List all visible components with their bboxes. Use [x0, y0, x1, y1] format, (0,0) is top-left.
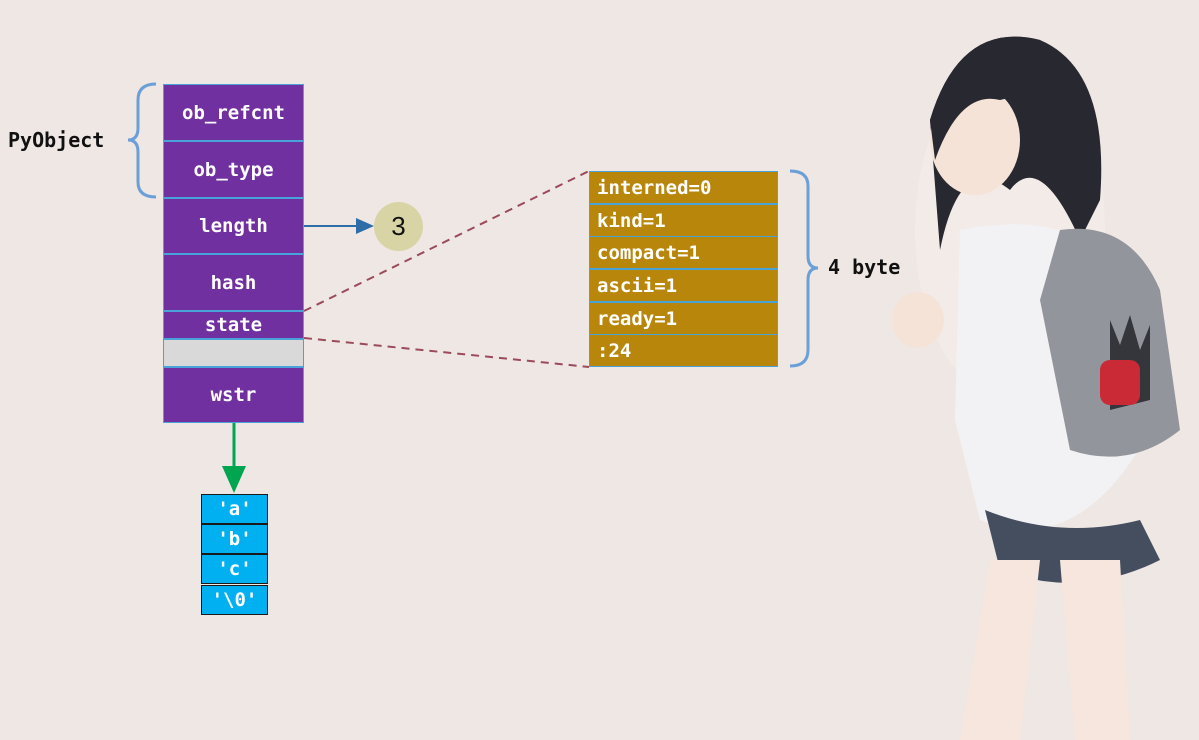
zoom-line-top: [303, 170, 590, 312]
length-value-circle: 3: [374, 202, 423, 251]
wstr-char-c: 'c': [201, 554, 268, 584]
pyobject-brace: [127, 82, 157, 199]
state-bit-interned: interned=0: [589, 171, 778, 204]
field-ob-refcnt: ob_refcnt: [163, 84, 304, 141]
zoom-line-bottom: [303, 337, 590, 368]
field-wstr: wstr: [163, 367, 304, 423]
state-bit-reserved: :24: [589, 334, 778, 367]
wstr-char-null: '\0': [201, 585, 268, 615]
pyobject-label: PyObject: [8, 128, 105, 152]
wstr-char-b: 'b': [201, 524, 268, 554]
field-padding: [163, 339, 304, 367]
state-bit-ascii: ascii=1: [589, 269, 778, 302]
field-length: length: [163, 198, 304, 254]
state-bit-compact: compact=1: [589, 236, 778, 269]
character-illustration: [892, 36, 1180, 740]
wstr-char-a: 'a': [201, 494, 268, 524]
state-bit-ready: ready=1: [589, 302, 778, 335]
field-state: state: [163, 311, 304, 339]
byte-size-label: 4 byte: [828, 255, 901, 279]
state-bit-kind: kind=1: [589, 204, 778, 237]
byte-brace: [789, 169, 819, 368]
field-ob-type: ob_type: [163, 141, 304, 198]
field-hash: hash: [163, 254, 304, 311]
